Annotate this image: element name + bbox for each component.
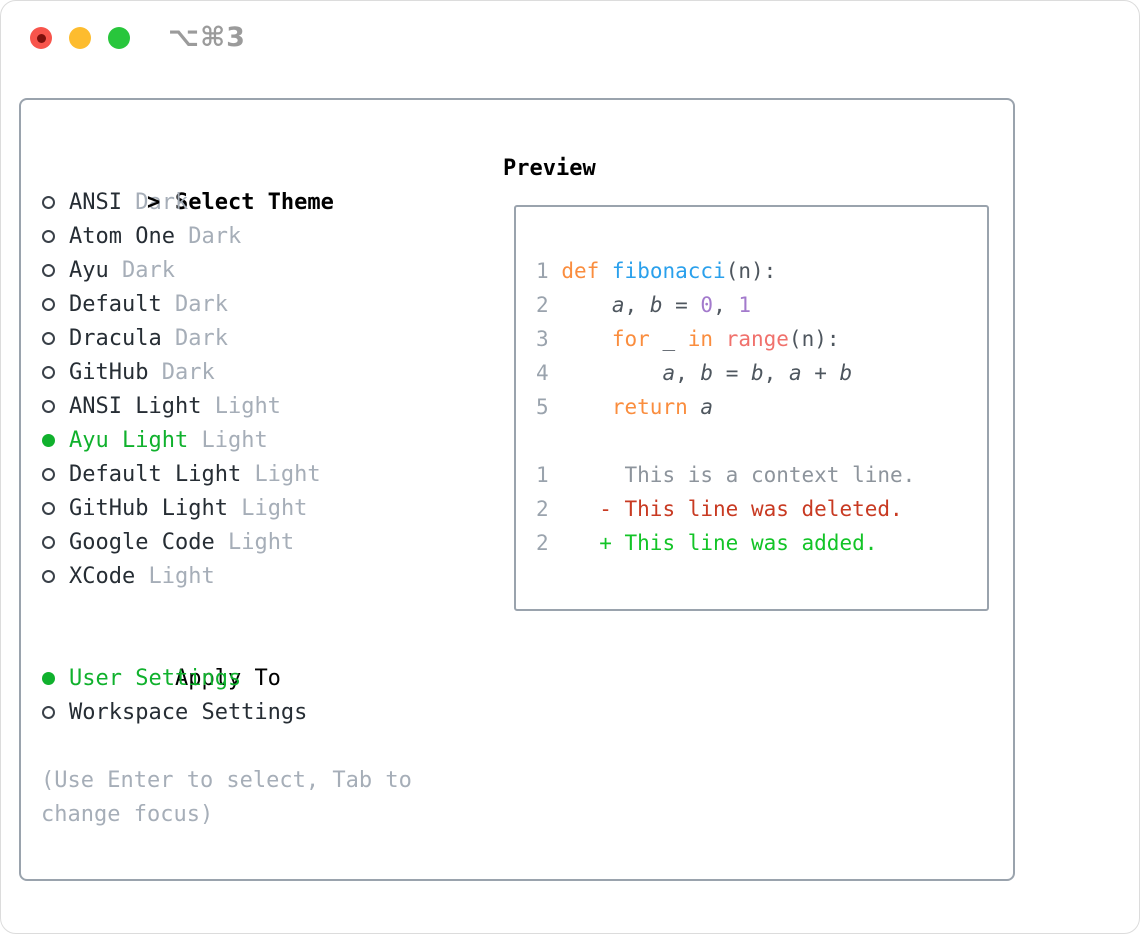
- theme-variant: Light: [254, 462, 321, 487]
- code-line-9: 2 + This line was added.: [536, 531, 878, 555]
- keyboard-hint: (Use Enter to select, Tab to change focu…: [41, 768, 412, 827]
- radio-icon: [41, 526, 69, 560]
- theme-item-default[interactable]: Default Dark: [41, 288, 473, 322]
- code-line-5: 5 return a: [536, 395, 714, 419]
- theme-name: Dracula: [69, 326, 162, 351]
- spacer: [41, 730, 473, 764]
- close-dot-icon: [36, 33, 46, 43]
- code-line-blank: [536, 424, 915, 458]
- zoom-button[interactable]: [108, 27, 130, 49]
- apply-item-workspace-settings[interactable]: Workspace Settings: [41, 696, 473, 730]
- radio-icon: [41, 696, 69, 730]
- spacer: [41, 594, 473, 628]
- theme-variant: Light: [241, 496, 308, 521]
- theme-name: Ayu: [69, 258, 109, 283]
- traffic-lights: [30, 27, 130, 49]
- theme-item-ayu-light[interactable]: Ayu Light Light: [41, 424, 473, 458]
- theme-item-default-light[interactable]: Default Light Light: [41, 458, 473, 492]
- radio-icon: [41, 254, 69, 288]
- theme-variant: Light: [201, 428, 268, 453]
- radio-icon: [41, 492, 69, 526]
- radio-icon: [41, 390, 69, 424]
- radio-icon: [41, 356, 69, 390]
- theme-name: XCode: [69, 564, 136, 589]
- theme-item-ayu[interactable]: Ayu Dark: [41, 254, 473, 288]
- theme-item-ansi[interactable]: ANSI Dark: [41, 186, 473, 220]
- theme-item-github-light[interactable]: GitHub Light Light: [41, 492, 473, 526]
- radio-icon: [41, 220, 69, 254]
- radio-icon: [41, 458, 69, 492]
- theme-variant: Dark: [174, 326, 228, 351]
- theme-variant: Dark: [135, 190, 189, 215]
- code-line-4: 4 a, b = b, a + b: [536, 361, 853, 385]
- theme-variant: Dark: [161, 360, 215, 385]
- theme-name: Google Code: [69, 530, 215, 555]
- apply-label: User Settings: [69, 666, 242, 691]
- theme-name: ANSI: [69, 190, 122, 215]
- theme-variant: Light: [148, 564, 215, 589]
- code-line-1: 1 def fibonacci(n):: [536, 259, 777, 283]
- theme-variant: Dark: [188, 224, 242, 249]
- theme-name: GitHub: [69, 360, 149, 385]
- theme-item-github[interactable]: GitHub Dark: [41, 356, 473, 390]
- radio-icon: [41, 322, 69, 356]
- code-line-2: 2 a, b = 0, 1: [536, 293, 752, 317]
- radio-selected-icon: [41, 662, 69, 696]
- theme-name: GitHub Light: [69, 496, 228, 521]
- code-line-7: 1 This is a context line.: [536, 463, 916, 487]
- theme-name: Atom One: [69, 224, 175, 249]
- code-line-3: 3 for _ in range(n):: [536, 327, 840, 351]
- theme-name: Default: [69, 292, 162, 317]
- apply-to-marker: [147, 662, 175, 696]
- theme-item-xcode[interactable]: XCode Light: [41, 560, 473, 594]
- code-line-8: 2 - This line was deleted.: [536, 497, 903, 521]
- apply-label: Workspace Settings: [69, 700, 308, 725]
- theme-variant: Light: [227, 530, 295, 555]
- theme-name: Ayu Light: [69, 428, 189, 453]
- theme-variant: Light: [214, 394, 281, 419]
- theme-item-dracula[interactable]: Dracula Dark: [41, 322, 473, 356]
- theme-item-atom-one[interactable]: Atom One Dark: [41, 220, 473, 254]
- apply-to-title: Apply To: [174, 666, 281, 691]
- apply-to-header-row: Apply To: [41, 628, 473, 691]
- close-button[interactable]: [30, 27, 52, 49]
- radio-icon: [41, 560, 69, 594]
- theme-variant: Dark: [122, 258, 175, 283]
- code-preview: 1 def fibonacci(n): 2 a, b = 0, 1 3 for _ …: [536, 254, 915, 560]
- theme-list-title: Select Theme: [174, 190, 334, 215]
- radio-icon: [41, 186, 69, 220]
- focus-caret-icon: >: [146, 190, 161, 215]
- theme-name: ANSI Light: [69, 394, 202, 419]
- theme-item-ansi-light[interactable]: ANSI Light Light: [41, 390, 473, 424]
- theme-item-google-code[interactable]: Google Code Light: [41, 526, 473, 560]
- preview-pane: 1 def fibonacci(n): 2 a, b = 0, 1 3 for _ …: [514, 205, 989, 611]
- theme-name: Default Light: [69, 462, 242, 487]
- radio-icon: [41, 288, 69, 322]
- theme-list-header: > Select Theme: [41, 152, 473, 215]
- title-bar: ⌥⌘3: [1, 1, 1139, 71]
- theme-variant: Dark: [174, 292, 228, 317]
- preview-title: Preview: [503, 156, 596, 181]
- radio-selected-icon: [41, 424, 69, 458]
- minimize-button[interactable]: [69, 27, 91, 49]
- window-title: ⌥⌘3: [168, 22, 246, 53]
- apply-item-user-settings[interactable]: User Settings: [41, 662, 473, 696]
